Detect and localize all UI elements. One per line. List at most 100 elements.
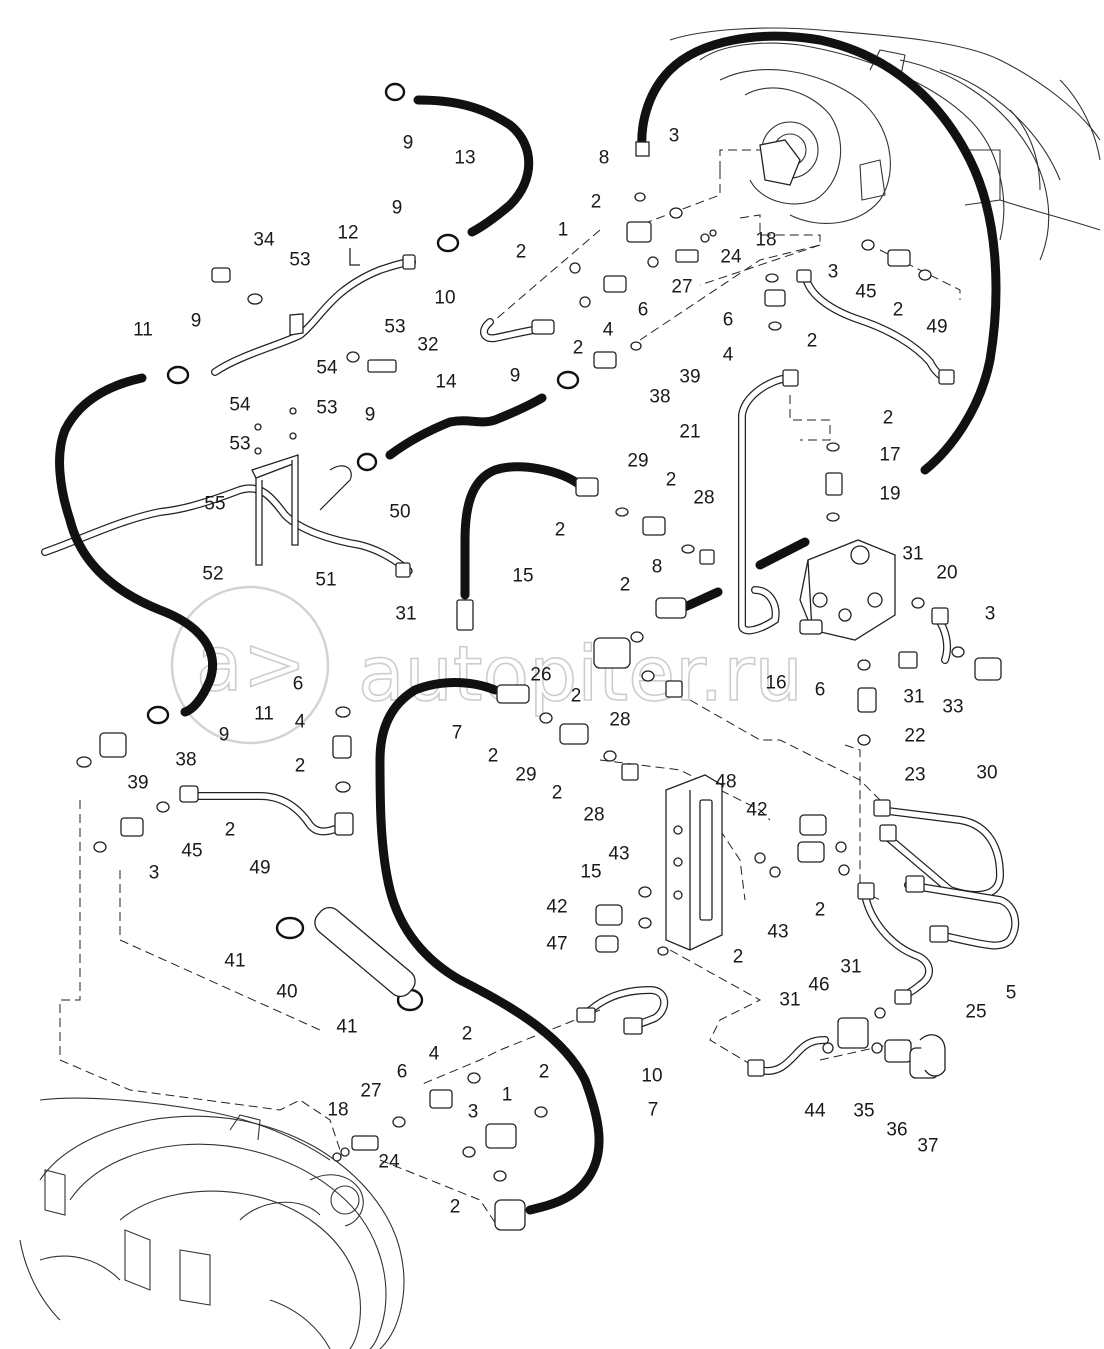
callout-label: 7 [452, 723, 463, 744]
callout-label: 48 [715, 772, 736, 793]
callout-label: 6 [638, 300, 649, 321]
callout-label: 22 [904, 726, 925, 747]
callout-label: 9 [510, 366, 521, 387]
callout-label: 45 [855, 282, 876, 303]
callout-label: 10 [641, 1066, 662, 1087]
callout-label: 3 [985, 604, 996, 625]
clamp-41-upper [275, 916, 305, 940]
rubber-hoses [55, 31, 1001, 1215]
hose-19-upper [755, 537, 810, 570]
callout-label: 15 [512, 566, 533, 587]
callout-label: 2 [488, 746, 499, 767]
clamp-9-top [384, 82, 406, 102]
callout-label: 38 [175, 750, 196, 771]
clamp-9-left [166, 365, 190, 385]
callout-label: 53 [384, 317, 405, 338]
callout-label: 3 [468, 1102, 479, 1123]
callout-label: 30 [976, 763, 997, 784]
callout-label: 4 [603, 320, 614, 341]
callout-label: 2 [539, 1062, 550, 1083]
callout-label: 53 [289, 250, 310, 271]
callout-label: 2 [516, 242, 527, 263]
filter-40 [314, 906, 416, 998]
callout-label: 2 [552, 783, 563, 804]
callout-label: 31 [903, 687, 924, 708]
callout-label: 2 [462, 1024, 473, 1045]
callout-label: 39 [127, 773, 148, 794]
hose-8-upper [637, 31, 1001, 475]
callout-label: 2 [225, 820, 236, 841]
callout-label: 38 [649, 387, 670, 408]
callout-label: 37 [917, 1136, 938, 1157]
callout-label: 24 [720, 247, 742, 268]
callout-label: 8 [652, 557, 663, 578]
callout-label: 16 [765, 673, 786, 694]
callout-label: 25 [965, 1002, 986, 1023]
callout-label: 52 [202, 564, 223, 585]
callout-label: 18 [327, 1100, 348, 1121]
clamp-9-center [356, 452, 378, 472]
callout-label: 36 [886, 1120, 907, 1141]
callout-label: 21 [679, 422, 700, 443]
callout-label: 9 [365, 405, 376, 426]
callout-label: 2 [733, 947, 744, 968]
callout-label: 6 [815, 680, 826, 701]
callout-label: 3 [149, 863, 160, 884]
callout-label: 11 [254, 704, 274, 725]
callout-label: 2 [666, 470, 677, 491]
callout-label: 31 [902, 544, 923, 565]
valve-block-16 [799, 539, 896, 641]
callout-label: 51 [315, 570, 336, 591]
callout-label: 3 [828, 262, 839, 283]
front-axle-housing [19, 1097, 405, 1349]
callout-label: 41 [224, 951, 245, 972]
hose-15-upper [460, 462, 585, 600]
callout-label: 17 [879, 445, 900, 466]
callout-label: 39 [679, 367, 700, 388]
callout-label: 9 [403, 133, 414, 154]
callout-label: 18 [755, 230, 776, 251]
callout-label: 2 [591, 192, 602, 213]
callout-label: 4 [723, 345, 734, 366]
callout-label: 20 [936, 563, 957, 584]
callout-label: 50 [389, 502, 410, 523]
callout-label: 47 [546, 934, 567, 955]
callout-label: 43 [608, 844, 629, 865]
callout-label: 15 [580, 862, 601, 883]
callout-label: 33 [942, 697, 963, 718]
callout-label: 32 [417, 335, 438, 356]
callout-label: 24 [378, 1152, 400, 1173]
callout-label: 4 [295, 712, 306, 733]
hose-14 [385, 393, 547, 460]
hose-7 [375, 678, 604, 1215]
watermark-logo-ring [170, 585, 330, 745]
o-rings [76, 192, 965, 1182]
callout-label: 2 [573, 338, 584, 359]
callout-label: 2 [807, 331, 818, 352]
callout-label: 4 [429, 1044, 440, 1065]
callout-label: 9 [191, 311, 202, 332]
callout-label: 2 [295, 756, 306, 777]
callout-label: 5 [1006, 983, 1017, 1004]
callout-label: 19 [879, 484, 900, 505]
callout-label: 23 [904, 765, 925, 786]
routing-dashed-lines [59, 149, 961, 1231]
callout-label: 43 [767, 922, 788, 943]
callout-label: 53 [229, 434, 250, 455]
clamp-9-mid [436, 233, 460, 253]
callout-label: 14 [435, 372, 457, 393]
callout-label: 54 [229, 395, 251, 416]
callout-label: 40 [276, 982, 297, 1003]
callout-label: 27 [671, 277, 692, 298]
fittings-and-components [76, 82, 1002, 1231]
callout-label: 7 [648, 1100, 659, 1121]
callout-label: 31 [840, 957, 861, 978]
callout-label: 2 [815, 900, 826, 921]
callout-label: 1 [502, 1085, 513, 1106]
callout-label: 35 [853, 1101, 874, 1122]
callout-label: 55 [204, 494, 225, 515]
callout-label: 3 [669, 126, 680, 147]
callout-label: 42 [746, 800, 767, 821]
callout-label: 31 [779, 990, 800, 1011]
